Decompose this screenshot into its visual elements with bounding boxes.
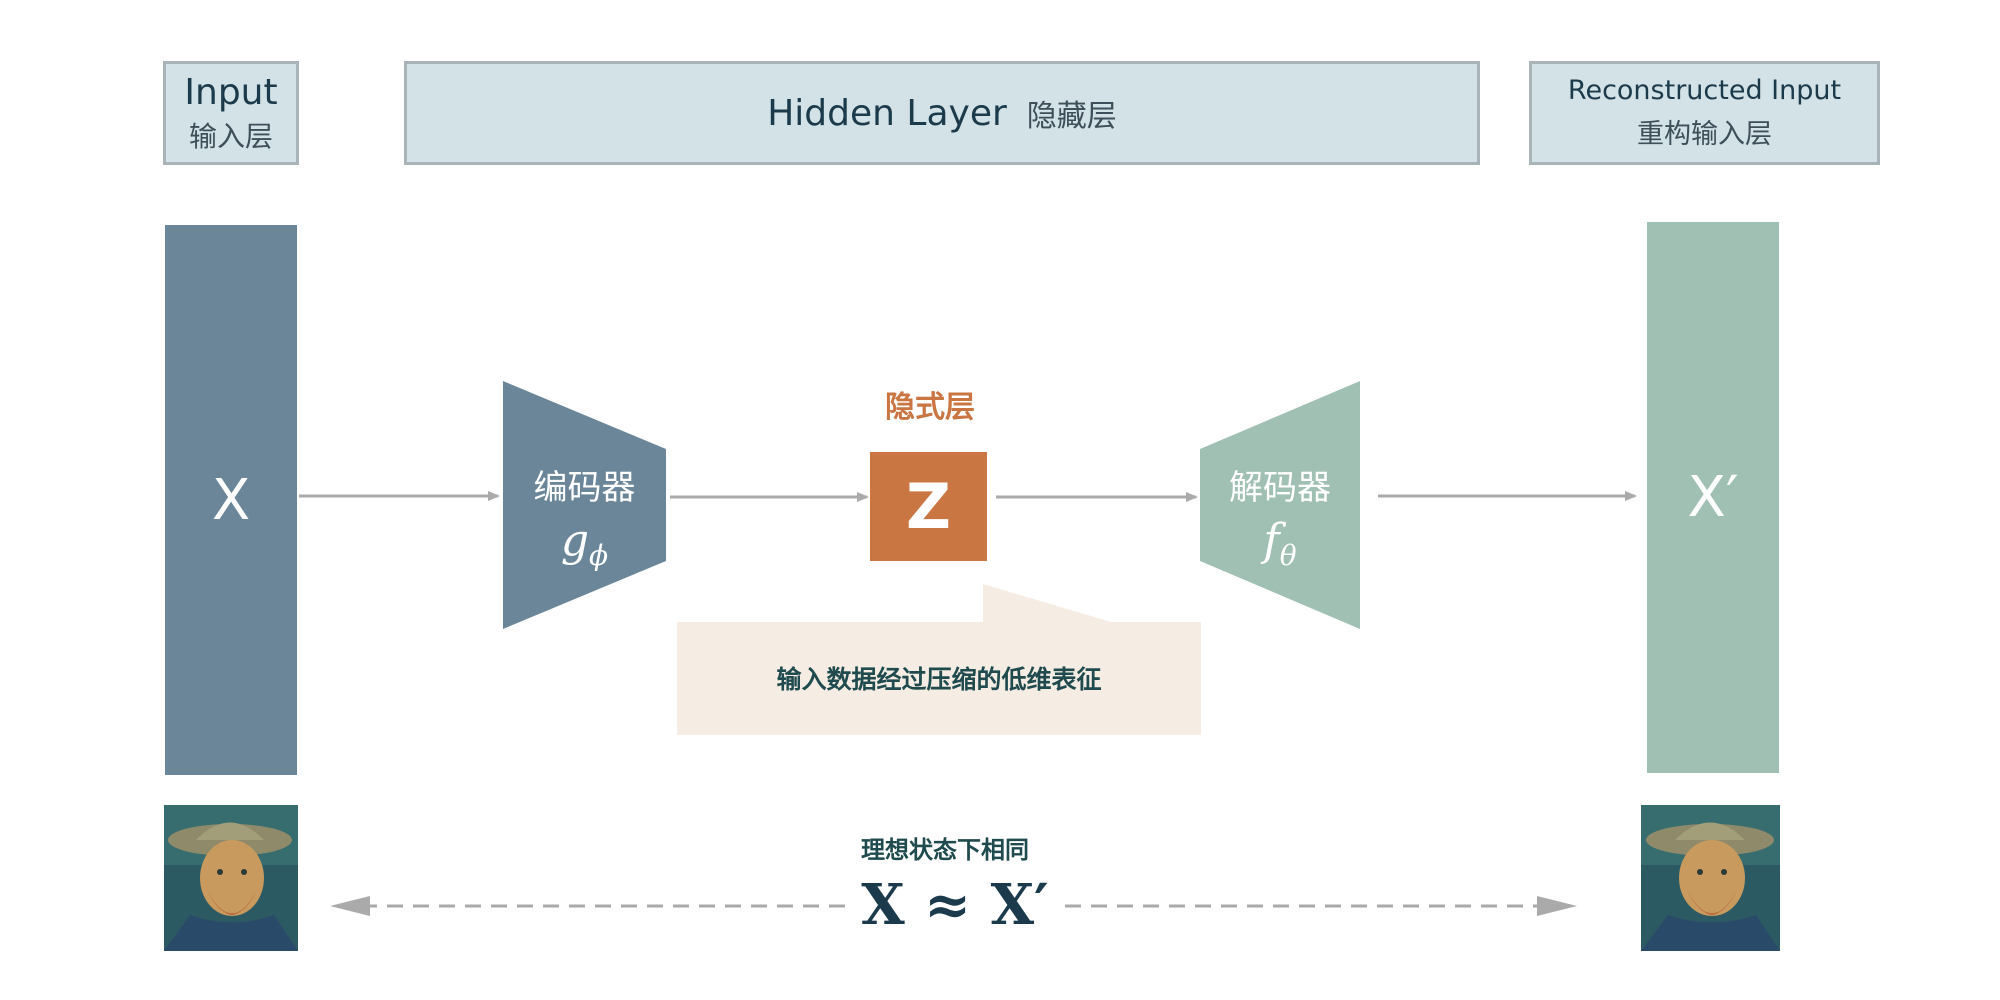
portrait-left <box>164 805 298 951</box>
dashed-arrow-right-head <box>1537 896 1577 916</box>
output-label: X′ <box>1687 465 1739 530</box>
portrait-right <box>1641 805 1780 951</box>
decoder-symbol: fθ <box>1263 515 1297 572</box>
callout-text: 输入数据经过压缩的低维表征 <box>776 665 1102 694</box>
input-label: X <box>211 467 251 533</box>
encoder-label: 编码器 <box>533 468 636 508</box>
decoder-text: 解码器 fθ <box>1200 460 1360 572</box>
ideal-same-label: 理想状态下相同 <box>861 836 1029 864</box>
input-layer-subtitle: 输入层 <box>188 119 273 153</box>
input-layer-title: Input <box>184 71 278 113</box>
encoder-symbol: gϕ <box>560 515 609 572</box>
encoder-shape <box>503 381 666 629</box>
reconstructed-layer-header: Reconstructed Input 重构输入层 <box>1529 61 1880 165</box>
input-layer-header: Input 输入层 <box>163 61 299 165</box>
encoder-text: 编码器 gϕ <box>503 460 666 572</box>
input-column: X <box>165 225 297 775</box>
callout-bubble <box>677 584 1201 735</box>
dashed-arrow-left-head <box>330 896 370 916</box>
latent-layer-title: 隐式层 <box>885 390 975 425</box>
reconstructed-layer-subtitle: 重构输入层 <box>1637 119 1772 150</box>
latent-box: Z <box>870 452 987 561</box>
output-column: X′ <box>1647 222 1779 773</box>
decoder-shape <box>1200 381 1360 629</box>
hidden-layer-title: Hidden Layer <box>767 92 1007 134</box>
decoder-label: 解码器 <box>1229 468 1331 508</box>
reconstructed-layer-title: Reconstructed Input <box>1567 75 1842 106</box>
equation: X ≈ X′ <box>861 872 1049 938</box>
hidden-layer-header: Hidden Layer 隐藏层 <box>404 61 1480 165</box>
hidden-layer-subtitle: 隐藏层 <box>1026 99 1117 134</box>
latent-label: Z <box>906 470 951 543</box>
